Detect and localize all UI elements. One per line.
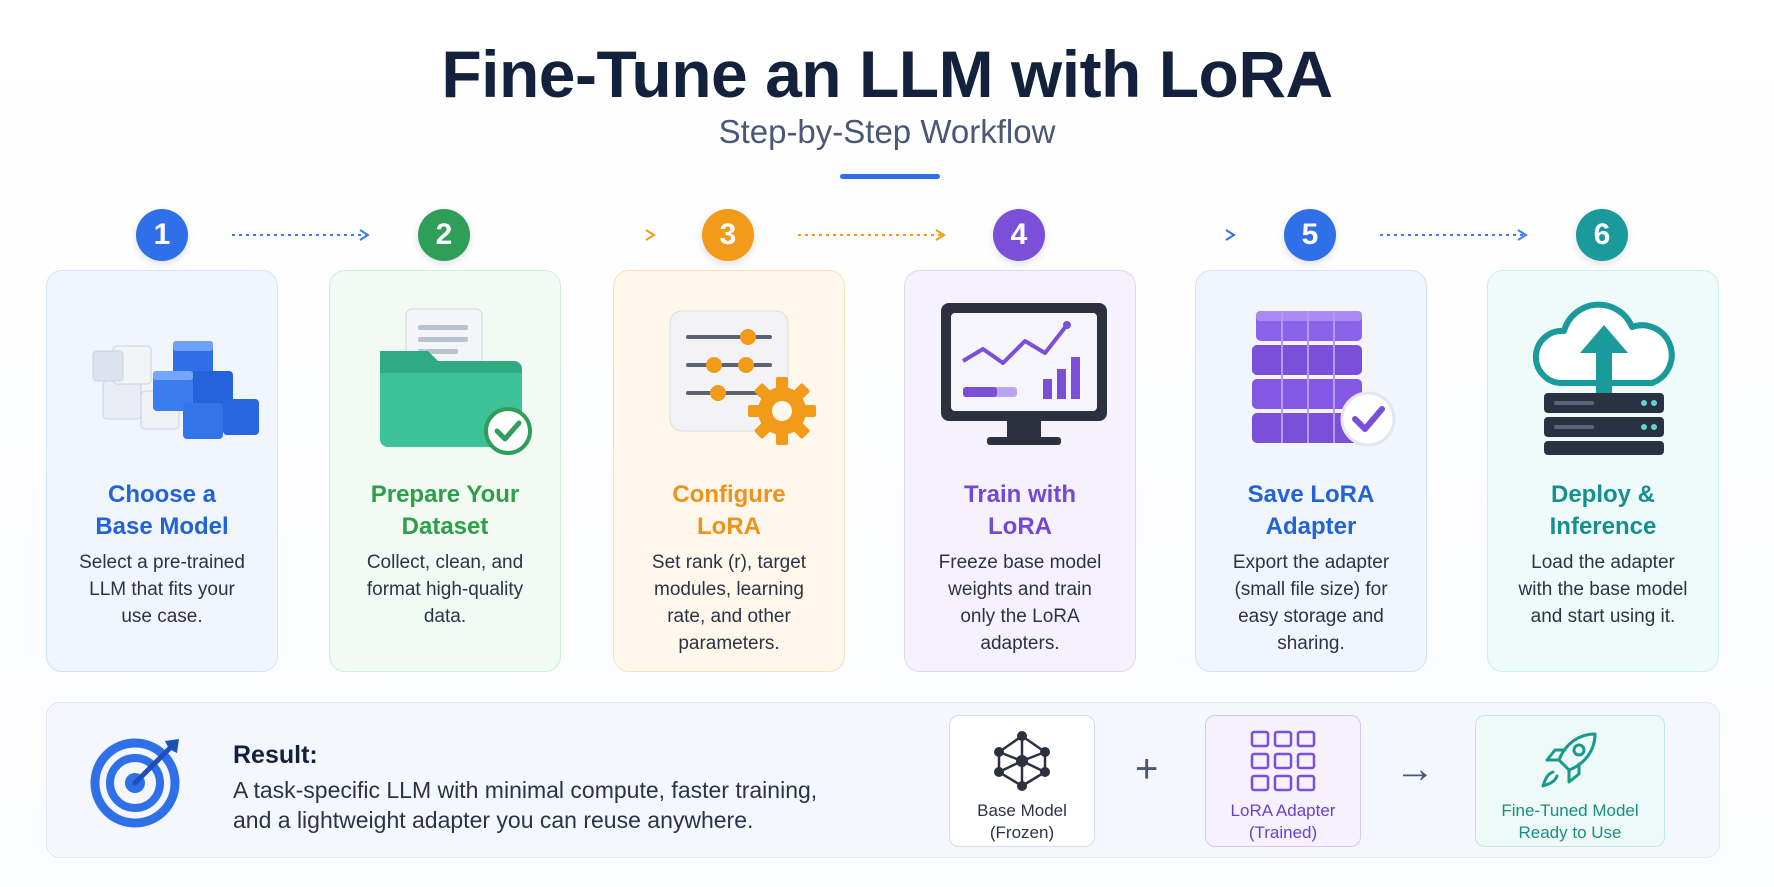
page-title: Fine-Tune an LLM with LoRA bbox=[441, 37, 1333, 111]
base-model-label: Base Model(Frozen) bbox=[977, 801, 1067, 842]
connector-arrow-1-2 bbox=[232, 229, 374, 241]
page-subtitle: Step-by-Step Workflow bbox=[718, 113, 1056, 150]
monitor-chart-icon bbox=[941, 303, 1107, 445]
step-badge-6: 6 bbox=[1576, 209, 1628, 261]
result-panel: Result: A task-specific LLM with minimal… bbox=[46, 702, 1720, 858]
target-icon bbox=[90, 738, 180, 828]
arrow-operator: → bbox=[1395, 747, 1435, 791]
title-underline bbox=[840, 174, 940, 179]
sliders-gear-icon bbox=[669, 310, 816, 445]
connector-arrow-2-3 bbox=[514, 229, 660, 241]
base-model-box: Base Model(Frozen) bbox=[949, 715, 1095, 847]
result-text-line-1: A task-specific LLM with minimal compute… bbox=[233, 777, 818, 803]
grid-icon bbox=[1250, 730, 1316, 792]
connector-arrow-4-5 bbox=[1088, 229, 1240, 241]
cloud-server-icon bbox=[1533, 301, 1675, 455]
step-badge-5: 5 bbox=[1284, 209, 1336, 261]
step-badge-4: 4 bbox=[993, 209, 1045, 261]
step-badge-2: 2 bbox=[418, 209, 470, 261]
lora-adapter-box: LoRA Adapter(Trained) bbox=[1205, 715, 1361, 847]
adapter-blocks-check-icon bbox=[1252, 311, 1396, 447]
step-badge-3: 3 bbox=[702, 209, 754, 261]
network-icon bbox=[994, 731, 1050, 791]
rocket-icon bbox=[1541, 732, 1597, 788]
folder-check-icon bbox=[380, 308, 532, 455]
result-text-line-2: and a lightweight adapter you can reuse … bbox=[233, 807, 754, 833]
step-badge-1: 1 bbox=[136, 209, 188, 261]
connector-arrow-5-6 bbox=[1380, 229, 1532, 241]
connector-arrow-3-4 bbox=[798, 229, 950, 241]
step-title-6: Deploy &Inference bbox=[1549, 481, 1657, 540]
plus-operator: + bbox=[1135, 747, 1159, 791]
lora-adapter-label: LoRA Adapter(Trained) bbox=[1230, 801, 1336, 842]
result-title: Result: bbox=[233, 741, 318, 769]
cubes-icon bbox=[92, 341, 259, 439]
